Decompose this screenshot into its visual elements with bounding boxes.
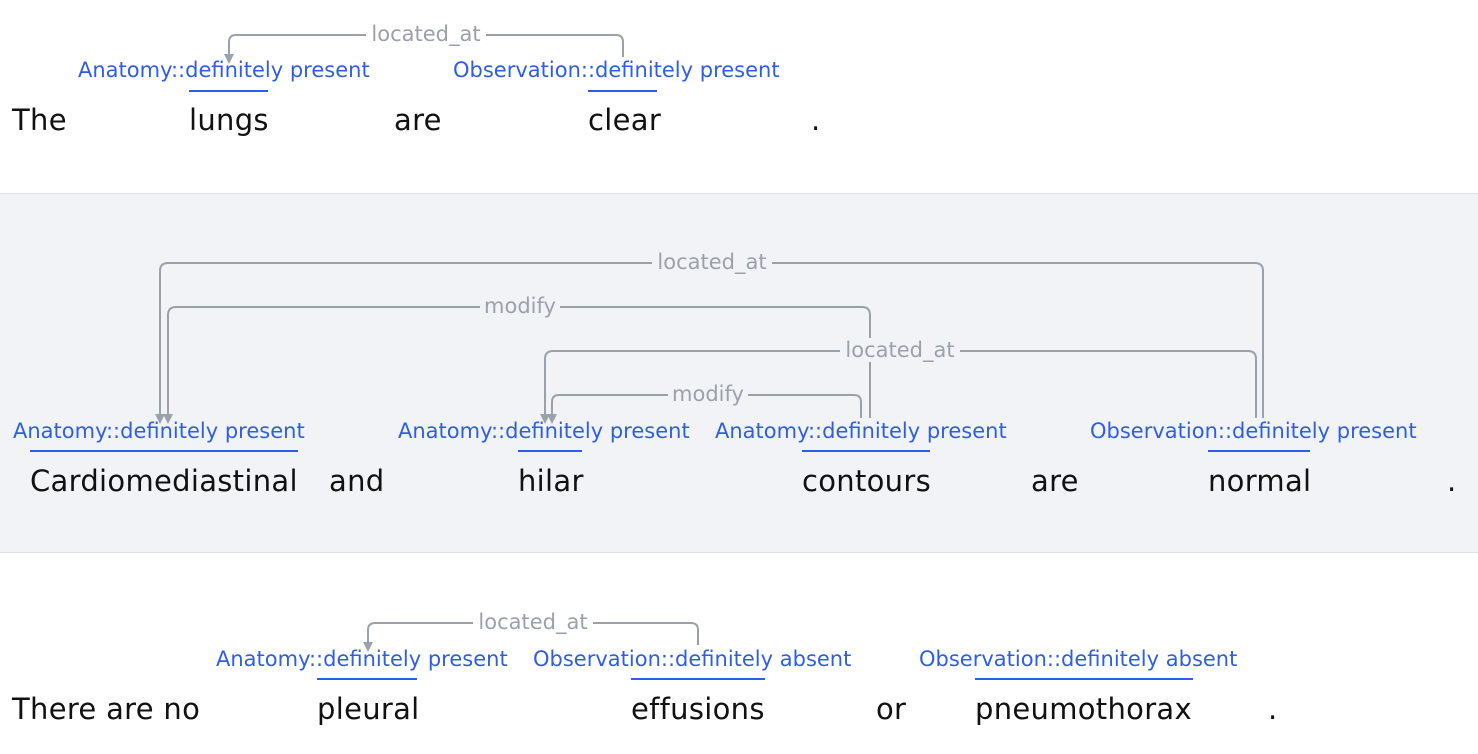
token[interactable]: pneumothorax: [975, 692, 1192, 726]
relation-label: located_at: [478, 610, 587, 635]
token[interactable]: normal: [1208, 464, 1312, 498]
entity-label[interactable]: Observation::definitely absent: [533, 647, 852, 671]
relation-label: modify: [672, 382, 744, 406]
entity-label[interactable]: Anatomy::definitely present: [715, 419, 1007, 443]
entity-label[interactable]: Anatomy::definitely present: [216, 647, 508, 671]
entity-underline: [802, 450, 930, 452]
token[interactable]: lungs: [189, 103, 269, 137]
relation-label: located_at: [845, 338, 954, 363]
token[interactable]: .: [811, 103, 821, 137]
token[interactable]: The: [12, 103, 67, 137]
entity-underline: [30, 450, 298, 452]
sentence-3: There are no pleural effusions or pneumo…: [0, 553, 1478, 754]
relation-arc-modify[interactable]: modify: [547, 382, 862, 424]
entity-underline: [588, 90, 657, 92]
relation-label: located_at: [657, 250, 766, 275]
token[interactable]: contours: [802, 464, 931, 498]
token[interactable]: or: [876, 692, 907, 726]
relation-arc-modify[interactable]: modify: [163, 294, 871, 424]
entity-label[interactable]: Observation::definitely absent: [919, 647, 1238, 671]
token[interactable]: There are no: [12, 692, 201, 726]
sentence-1: The lungs are clear . Anatomy::definitel…: [0, 0, 1478, 193]
token[interactable]: .: [1268, 692, 1278, 726]
entity-underline: [518, 450, 582, 452]
entity-underline: [975, 678, 1193, 680]
relation-arc-located-at[interactable]: located_at: [155, 250, 1264, 424]
entity-label[interactable]: Anatomy::definitely present: [13, 419, 305, 443]
relation-label: located_at: [371, 22, 480, 47]
entity-underline: [317, 678, 417, 680]
token[interactable]: hilar: [518, 464, 584, 498]
token[interactable]: pleural: [317, 692, 420, 726]
entity-underline: [631, 678, 765, 680]
relation-arc-located-at[interactable]: located_at: [363, 610, 699, 652]
entity-label[interactable]: Observation::definitely present: [1090, 419, 1417, 443]
entity-underline: [189, 90, 268, 92]
token[interactable]: are: [1031, 464, 1079, 498]
token[interactable]: Cardiomediastinal: [30, 464, 298, 498]
token[interactable]: .: [1447, 464, 1457, 498]
entity-underline: [1208, 450, 1310, 452]
token[interactable]: and: [329, 464, 385, 498]
entity-label[interactable]: Anatomy::definitely present: [398, 419, 690, 443]
token[interactable]: clear: [588, 103, 662, 137]
token[interactable]: are: [394, 103, 442, 137]
relation-arc-located-at[interactable]: located_at: [540, 338, 1257, 424]
relation-arc-located-at[interactable]: located_at: [224, 22, 624, 64]
relation-label: modify: [484, 294, 556, 318]
entity-label[interactable]: Anatomy::definitely present: [78, 58, 370, 82]
entity-label[interactable]: Observation::definitely present: [453, 58, 780, 82]
token[interactable]: effusions: [631, 692, 765, 726]
